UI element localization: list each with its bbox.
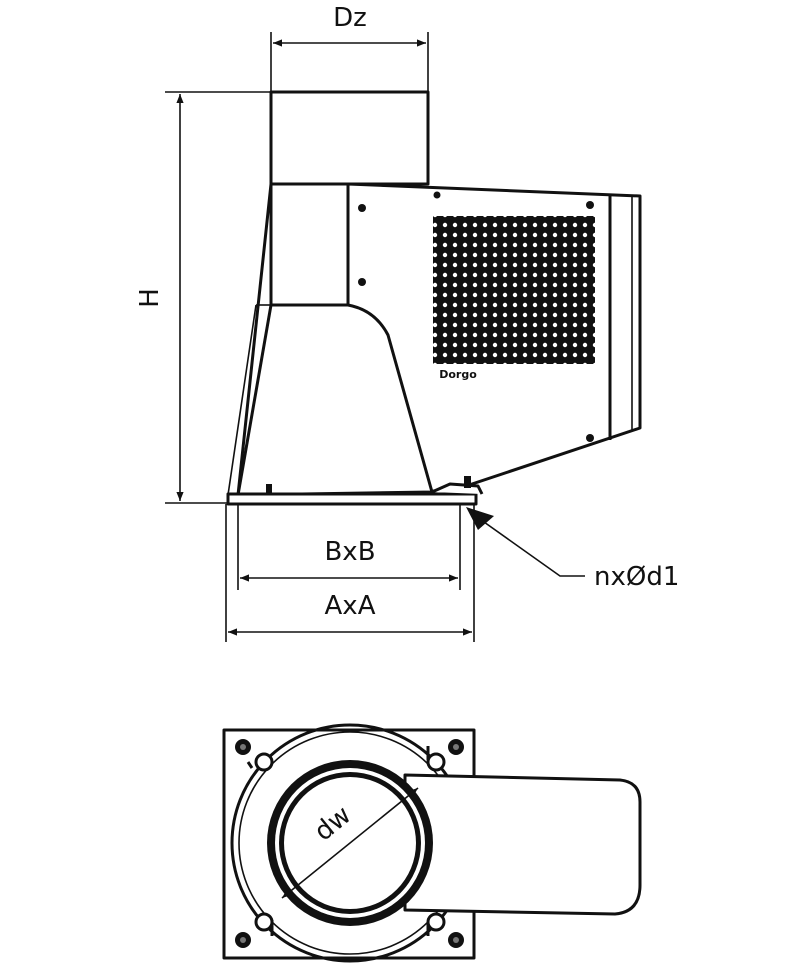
mounting-holes [246, 746, 446, 936]
bxb-dimension: BxB [237, 504, 461, 590]
bxb-label: BxB [324, 537, 375, 567]
axa-label: AxA [325, 591, 376, 621]
motor-housing-top [403, 773, 642, 916]
corner-bolts [235, 739, 464, 948]
dz-label: Dz [333, 3, 367, 33]
holes-callout: nxØd1 [466, 507, 679, 592]
side-view: Dz H Dorgo [135, 3, 679, 642]
dz-dimension: Dz [270, 3, 429, 92]
h-dimension: H [135, 91, 271, 504]
top-duct [269, 90, 430, 186]
top-view: dw [222, 723, 642, 963]
brand-logo: Dorgo [439, 368, 477, 381]
holes-label: nxØd1 [594, 562, 679, 592]
vent-grille [433, 216, 595, 364]
axa-dimension: AxA [225, 504, 475, 642]
h-label: H [135, 288, 165, 308]
cone-body [236, 182, 434, 497]
base-flange [226, 492, 478, 506]
